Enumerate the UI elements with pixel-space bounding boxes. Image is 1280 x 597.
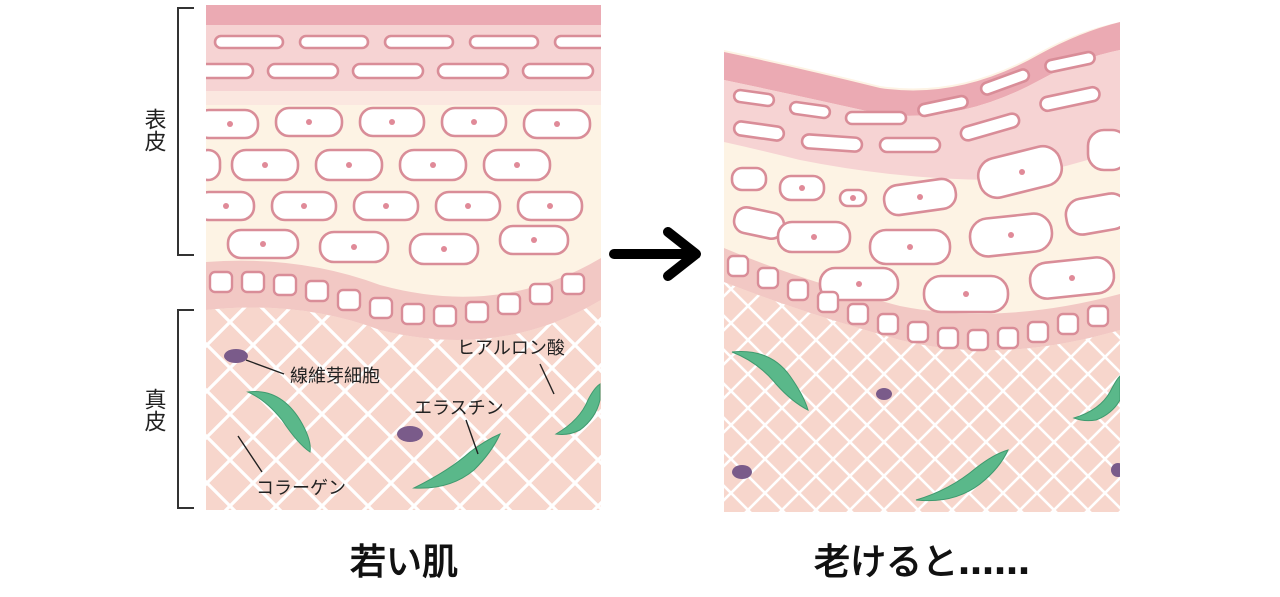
hyaluronic-acid-label: ヒアルロン酸 — [457, 338, 565, 359]
dermis-bracket — [177, 309, 194, 509]
dermis-components — [224, 349, 601, 489]
flat-cells — [206, 34, 601, 80]
flat-cells — [732, 50, 1101, 154]
elastin-label: エラスチン — [414, 398, 504, 419]
aged-skin-caption: 老けると…… — [814, 542, 1030, 583]
transition-arrow — [609, 227, 701, 281]
elastin-fiber — [731, 351, 809, 411]
hyaluronic-leader — [539, 363, 555, 395]
dermis-layer — [206, 300, 601, 510]
collagen-leader — [237, 435, 263, 473]
aged-skin-panel — [724, 5, 1120, 512]
spinous-cells — [730, 128, 1120, 314]
epidermis-bracket — [177, 7, 194, 256]
elastin-fiber — [246, 391, 311, 453]
fibroblast-label: 線維芽細胞 — [290, 366, 380, 387]
fibroblast-cell — [224, 349, 248, 363]
young-skin-panel — [206, 5, 601, 510]
dermis-label: 真皮 — [141, 388, 167, 432]
stratum-corneum — [724, 5, 1120, 89]
stratum-corneum — [206, 5, 601, 25]
fibroblast-cell — [876, 388, 892, 400]
collagen-label: コラーゲン — [256, 478, 346, 499]
elastin-leader — [465, 419, 479, 455]
young-skin-caption: 若い肌 — [350, 542, 458, 583]
basal-cells — [208, 270, 586, 328]
dermis-layer — [724, 282, 1120, 512]
epidermis-label: 表皮 — [141, 108, 167, 152]
basal-layer — [206, 258, 601, 340]
basal-layer — [724, 248, 1120, 351]
dermis-components — [731, 351, 1120, 502]
fibroblast-leader — [245, 359, 285, 375]
basal-cells — [726, 254, 1110, 352]
spinous-cells — [206, 106, 592, 266]
